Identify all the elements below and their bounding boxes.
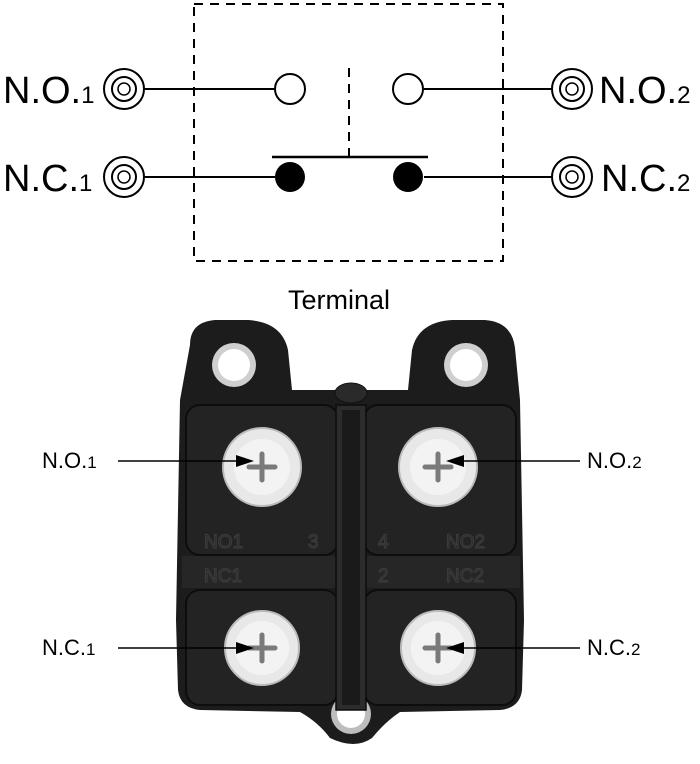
photo-label-no1: N.O.1: [42, 450, 97, 472]
nc1-terminal-symbol: [103, 156, 145, 198]
nc2-closed-contact: [393, 162, 423, 192]
nc2-terminal-symbol: [551, 156, 593, 198]
schematic-label-nc2-sub: 2: [677, 170, 691, 197]
engraved-4: 4: [378, 532, 389, 553]
schematic-label-nc2-main: N.C.: [601, 158, 677, 200]
nc1-closed-contact: [275, 162, 305, 192]
terminal-block: NO1 3 4 NO2 NC1 2 NC2: [176, 320, 524, 744]
no1-open-contact: [274, 73, 306, 105]
leader-nc1: [118, 642, 254, 654]
photo-label-no1-sub: 1: [87, 453, 97, 472]
photo-label-nc2-main: N.C.: [587, 635, 631, 660]
screw-nc2: [400, 610, 476, 686]
schematic-label-no1: N.O.1: [3, 72, 94, 110]
schematic-label-no2: N.O.2: [599, 72, 690, 110]
engraved-no2: NO2: [446, 532, 485, 553]
leader-no2: [446, 455, 580, 467]
schematic-label-nc1-sub: 1: [79, 170, 93, 197]
schematic-label-no2-sub: 2: [677, 82, 691, 109]
schematic-label-no1-sub: 1: [81, 82, 95, 109]
no2-terminal-symbol: [551, 68, 593, 110]
screw-nc1: [224, 610, 300, 686]
engraved-nc2: NC2: [446, 566, 484, 587]
screw-no2: [398, 427, 478, 507]
schematic-label-nc1-main: N.C.: [3, 158, 79, 200]
engraved-no1: NO1: [204, 532, 243, 553]
no2-open-contact: [392, 73, 424, 105]
photo-label-nc2-sub: 2: [631, 640, 641, 659]
engraved-2: 2: [378, 566, 389, 587]
schematic-label-no1-main: N.O.: [3, 70, 82, 112]
schematic-label-nc2: N.C.2: [601, 160, 690, 198]
photo-label-no2-sub: 2: [632, 453, 642, 472]
photo-label-nc1: N.C.1: [42, 637, 95, 659]
engraved-3: 3: [308, 532, 319, 553]
leader-nc2: [446, 642, 580, 654]
schematic-label-no2-main: N.O.: [599, 70, 678, 112]
photo-label-nc1-sub: 1: [86, 640, 96, 659]
screw-no1: [222, 427, 302, 507]
no1-terminal-symbol: [103, 68, 145, 110]
photo-label-nc2: N.C.2: [587, 637, 640, 659]
photo-label-no2: N.O.2: [587, 450, 642, 472]
terminal-caption: Terminal: [288, 285, 391, 315]
schematic-label-nc1: N.C.1: [3, 160, 92, 198]
photo-label-no2-main: N.O.: [587, 448, 633, 473]
photo-label-no1-main: N.O.: [42, 448, 88, 473]
engraved-nc1: NC1: [204, 566, 242, 587]
dashed-enclosure: [193, 3, 504, 262]
photo-label-nc1-main: N.C.: [42, 635, 86, 660]
leader-no1: [118, 455, 254, 467]
